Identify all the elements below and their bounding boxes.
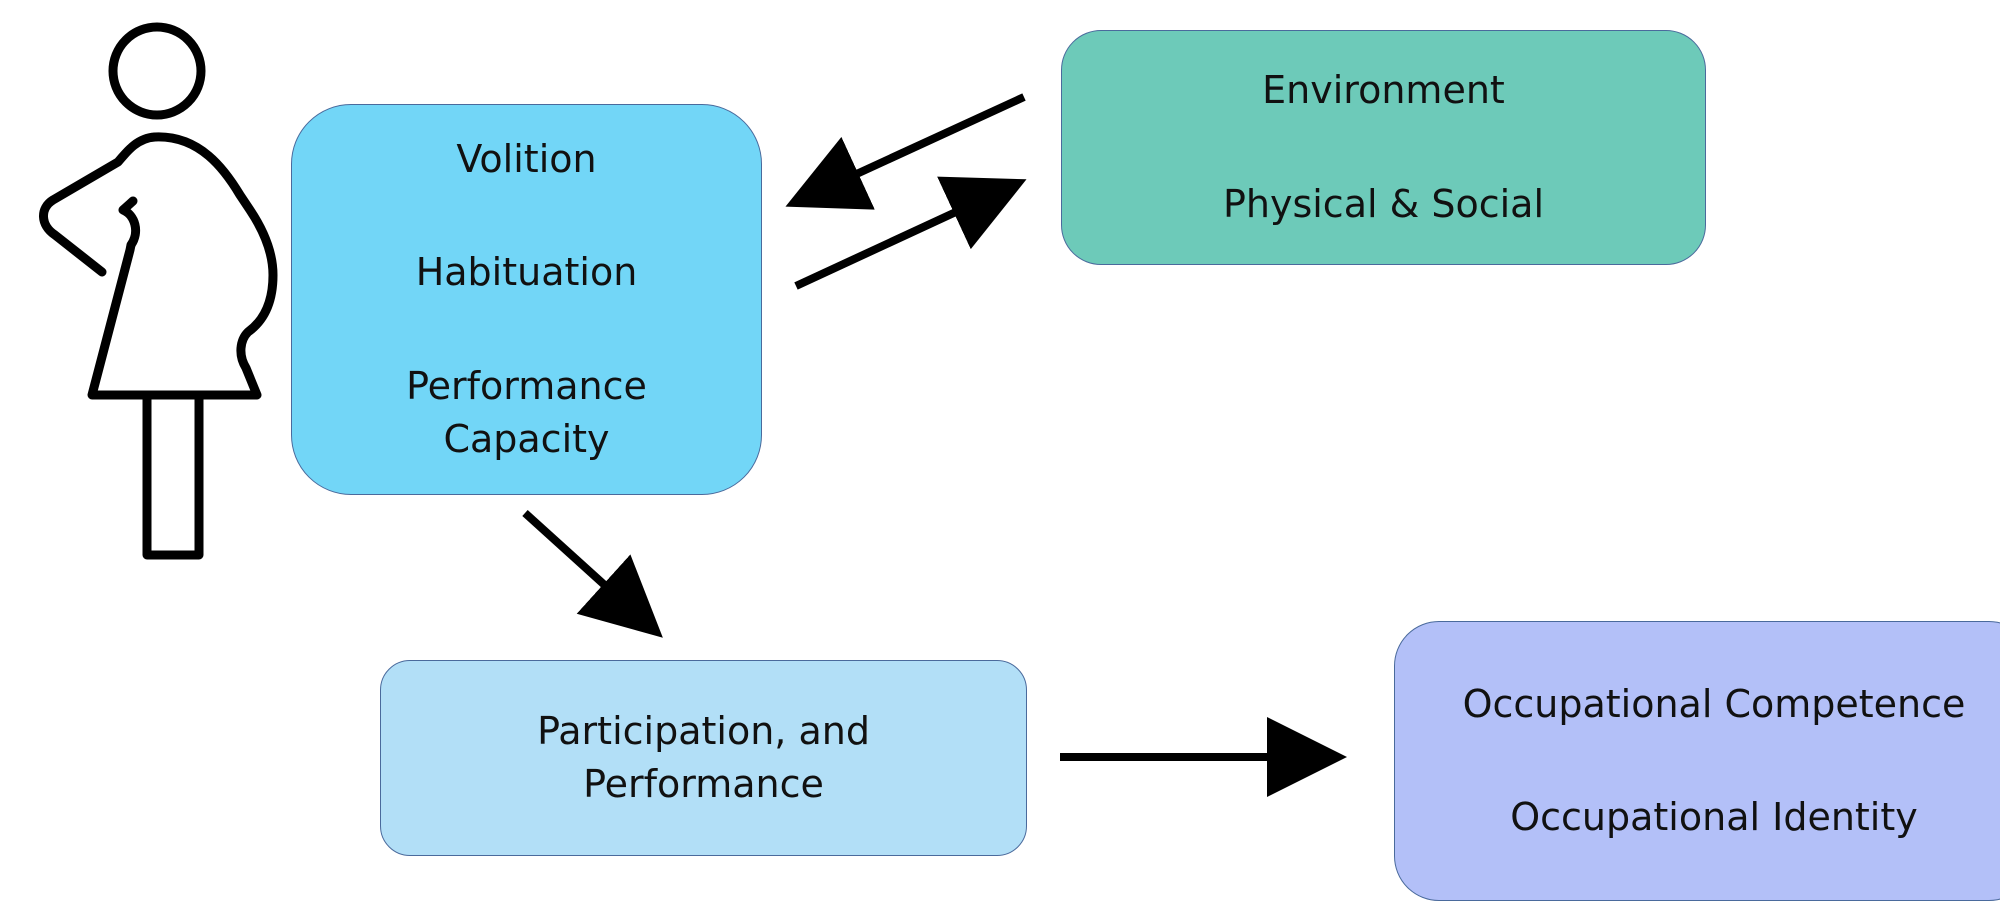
participation-performance-box: Participation, and Performance: [380, 660, 1027, 856]
volition-label: Volition: [456, 137, 597, 182]
participation-label: Participation, and: [537, 708, 870, 753]
occupational-outcomes-box: Occupational Competence Occupational Ide…: [1394, 621, 2000, 901]
occupational-competence-label: Occupational Competence: [1462, 681, 1966, 726]
physical-social-label: Physical & Social: [1222, 181, 1545, 226]
capacity-label: Capacity: [443, 416, 610, 461]
performance-outcome-label: Performance: [583, 762, 824, 806]
environment-box: Environment Physical & Social: [1061, 30, 1706, 265]
arrow-model-to-participation: [522, 510, 663, 638]
performance-label: Performance: [406, 363, 647, 408]
occupational-identity-label: Occupational Identity: [1510, 795, 1918, 839]
habituation-label: Habituation: [415, 250, 638, 295]
environment-label: Environment: [1262, 68, 1505, 113]
arrow-model-to-environment: [794, 176, 1027, 290]
arrow-environment-to-model: [785, 93, 1026, 210]
model-components-box: Volition Habituation Performance Capacit…: [291, 104, 762, 495]
